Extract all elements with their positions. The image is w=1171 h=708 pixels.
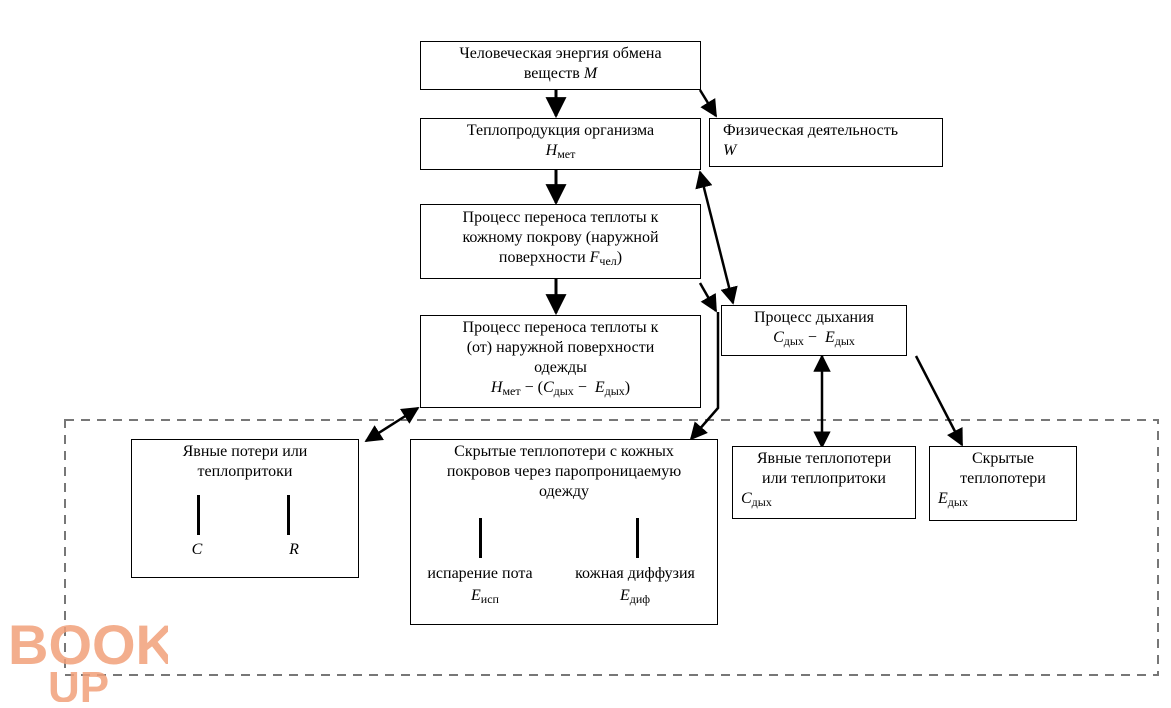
breathing-formula-c: C xyxy=(773,329,784,346)
sweat-label: испарение пота xyxy=(427,565,533,582)
skin-transfer-line2: кожному покрову (наружной xyxy=(462,229,659,246)
physical-activity-box: Физическая деятельность W xyxy=(709,118,943,167)
resp-sensible-formula: Cдых xyxy=(733,489,915,509)
breathing-formula-e: E xyxy=(824,329,835,346)
clothing-formula-h: H xyxy=(490,379,503,396)
breathing-box: Процесс дыхания Cдых − Eдых xyxy=(721,305,907,356)
resp-latent-formula: Eдых xyxy=(930,489,1076,509)
metabolism-line2: веществ xyxy=(523,65,584,82)
clothing-formula-minus: − xyxy=(573,379,595,396)
breathing-formula-minus: − xyxy=(803,329,825,346)
heat-production-title: Теплопродукция организма xyxy=(466,122,655,139)
clothing-transfer-line1: Процесс переноса теплоты к xyxy=(462,319,659,336)
breathing-title: Процесс дыхания xyxy=(753,309,875,326)
physical-activity-symbol: W xyxy=(723,142,737,159)
heat-production-symbol: H xyxy=(545,142,558,159)
metabolism-box: Человеческая энергия обмена веществ M xyxy=(420,41,701,90)
sensible-c-symbol: C xyxy=(191,541,203,558)
resp-latent-symbol: E xyxy=(938,490,948,507)
diffusion-symbol: E xyxy=(619,587,630,604)
arrow-skin-to-breathing xyxy=(698,282,718,313)
diffusion-label: кожная диффузия xyxy=(575,565,695,582)
clothing-formula-c: C xyxy=(542,379,554,396)
latent-skin-box: Скрытые теплопотери с кожных покровов че… xyxy=(410,439,718,625)
arrow-clothing-sensible-bidirectional xyxy=(364,406,420,443)
skin-transfer-line1: Процесс переноса теплоты к xyxy=(462,209,659,226)
diffusion-formula: Eдиф xyxy=(580,586,690,606)
latent-skin-line3: одежду xyxy=(539,483,589,500)
arrow-breathing-to-resp-latent xyxy=(914,355,964,447)
arrow-down-to-latent xyxy=(689,312,720,441)
skin-transfer-line3: поверхности Fчел) xyxy=(421,248,700,268)
metabolism-line2-wrap: веществ M xyxy=(421,64,700,84)
heat-production-formula: Hмет xyxy=(421,141,700,161)
resp-sensible-sub: дых xyxy=(751,495,772,509)
clothing-transfer-line3: одежды xyxy=(534,359,587,376)
clothing-transfer-box: Процесс переноса теплоты к (от) наружной… xyxy=(420,315,701,408)
sweat-bar xyxy=(479,518,482,558)
clothing-formula-end: ) xyxy=(624,379,631,396)
resp-latent-box: Скрытые теплопотери Eдых xyxy=(929,446,1077,521)
sensible-losses-box: Явные потери или теплопритоки xyxy=(131,439,359,578)
sensible-losses-line1: Явные потери или xyxy=(182,443,308,460)
breathing-formula: Cдых − Eдых xyxy=(722,328,906,348)
clothing-formula-c-sub: дых xyxy=(553,384,574,398)
breathing-formula-c-sub: дых xyxy=(783,334,804,348)
resp-sensible-line2: или теплопритоки xyxy=(762,470,886,487)
skin-transfer-line3-pre: поверхности xyxy=(498,249,590,266)
resp-sensible-box: Явные теплопотери или теплопритоки Cдых xyxy=(732,446,916,519)
sensible-losses-line2: теплопритоки xyxy=(197,463,293,480)
clothing-transfer-line2: (от) наружной поверхности xyxy=(466,339,655,356)
clothing-transfer-formula: Hмет − (Cдых − Eдых) xyxy=(421,378,700,398)
diffusion-sub: диф xyxy=(629,592,651,606)
skin-transfer-sub: чел xyxy=(599,254,617,268)
arrow-metabolism-to-physical xyxy=(698,89,718,118)
sweat-symbol: E xyxy=(471,587,481,604)
sensible-r-bar xyxy=(287,495,290,535)
skin-transfer-line3-post: ) xyxy=(616,249,623,266)
breathing-formula-e-sub: дых xyxy=(834,334,855,348)
heat-production-box: Теплопродукция организма Hмет xyxy=(420,118,701,170)
clothing-formula-e: E xyxy=(594,379,605,396)
heat-production-sub: мет xyxy=(557,147,576,161)
bookup-watermark-logo: BOOK UP xyxy=(8,613,168,702)
watermark-bottom-text: UP xyxy=(48,663,109,702)
skin-transfer-symbol: F xyxy=(589,249,600,266)
metabolism-symbol: M xyxy=(583,65,598,82)
clothing-formula-e-sub: дых xyxy=(604,384,625,398)
physical-activity-title: Физическая деятельность xyxy=(723,122,899,139)
resp-latent-line2: теплопотери xyxy=(960,470,1046,487)
metabolism-line1: Человеческая энергия обмена xyxy=(459,45,662,62)
clothing-formula-h-sub: мет xyxy=(502,384,521,398)
watermark-top-text: BOOK xyxy=(8,613,168,676)
sweat-sub: исп xyxy=(480,592,499,606)
resp-latent-line1: Скрытые xyxy=(971,450,1035,467)
dashed-boundary xyxy=(64,419,1159,676)
latent-skin-line2: покровов через паропроницаемую xyxy=(446,463,682,480)
skin-transfer-box: Процесс переноса теплоты к кожному покро… xyxy=(420,204,701,279)
latent-skin-line1: Скрытые теплопотери с кожных xyxy=(454,443,674,460)
resp-sensible-symbol: C xyxy=(741,490,752,507)
arrow-heat-breathing-bidirectional xyxy=(695,170,738,305)
sweat-formula: Eисп xyxy=(430,586,540,606)
clothing-formula-mid: − ( xyxy=(520,379,543,396)
sensible-c-bar xyxy=(197,495,200,535)
diffusion-bar xyxy=(636,518,639,558)
resp-sensible-line1: Явные теплопотери xyxy=(756,450,892,467)
sensible-r-symbol: R xyxy=(289,541,299,558)
resp-latent-sub: дых xyxy=(947,495,968,509)
